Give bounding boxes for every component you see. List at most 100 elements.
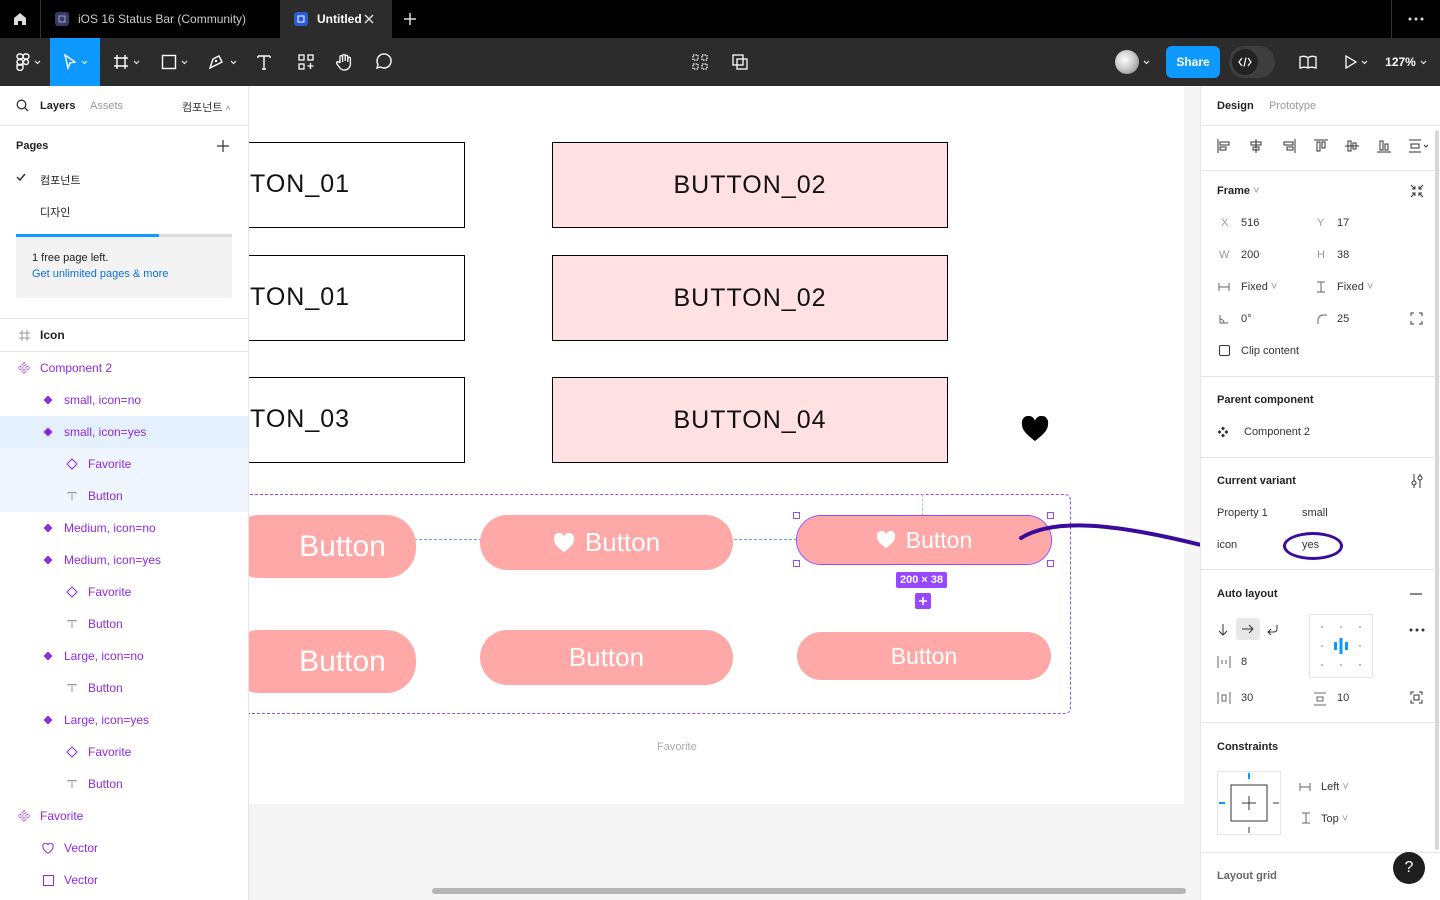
avatar[interactable] bbox=[1108, 38, 1156, 86]
layer-row[interactable]: Large, icon=yes bbox=[0, 704, 248, 736]
layer-row[interactable]: Favorite bbox=[0, 576, 248, 608]
layer-row[interactable]: Large, icon=no bbox=[0, 640, 248, 672]
align-center-vertical-icon[interactable] bbox=[1345, 139, 1359, 153]
panel-scrollbar[interactable] bbox=[1435, 130, 1439, 850]
hand-tool-icon[interactable] bbox=[330, 38, 358, 86]
tab-untitled[interactable]: Untitled bbox=[280, 0, 392, 38]
home-icon[interactable] bbox=[0, 0, 40, 38]
add-variant-icon[interactable] bbox=[915, 593, 931, 609]
page-switcher[interactable]: 컴포넌트 ˄ bbox=[182, 99, 231, 115]
corner-radius-input[interactable]: 25 bbox=[1337, 313, 1350, 325]
resources-icon[interactable] bbox=[292, 38, 320, 86]
layer-row[interactable]: Button bbox=[0, 480, 248, 512]
icon-property-select[interactable]: yes bbox=[1302, 539, 1320, 551]
horizontal-padding-input[interactable]: 30 bbox=[1241, 692, 1254, 704]
component-tool-icon[interactable] bbox=[686, 38, 714, 86]
y-input[interactable]: 17 bbox=[1337, 217, 1350, 229]
tab-ios-status-bar[interactable]: iOS 16 Status Bar (Community) bbox=[40, 0, 280, 38]
page-label: 디자인 bbox=[40, 207, 71, 219]
alignment-grid[interactable] bbox=[1309, 614, 1373, 678]
individual-padding-icon[interactable] bbox=[1410, 691, 1423, 704]
layer-row[interactable]: Medium, icon=yes bbox=[0, 544, 248, 576]
move-tool-button[interactable] bbox=[50, 38, 100, 86]
align-top-icon[interactable] bbox=[1314, 139, 1328, 153]
tab-assets[interactable]: Assets bbox=[90, 100, 124, 112]
align-bottom-icon[interactable] bbox=[1377, 139, 1391, 153]
tab-layers[interactable]: Layers bbox=[40, 100, 76, 112]
x-input[interactable]: 516 bbox=[1241, 217, 1260, 229]
button-small-with-icon-selected[interactable]: Button bbox=[796, 515, 1052, 565]
more-icon[interactable] bbox=[1391, 0, 1440, 38]
align-left-icon[interactable] bbox=[1217, 139, 1231, 153]
page-item-components[interactable]: 컴포넌트 bbox=[0, 166, 248, 190]
help-button[interactable]: ? bbox=[1393, 852, 1425, 884]
layer-row[interactable]: Favorite bbox=[0, 800, 248, 832]
shape-tool-button[interactable] bbox=[154, 38, 194, 86]
layer-row[interactable]: Vector bbox=[0, 864, 248, 896]
horizontal-constraint-select[interactable]: Left ˅ bbox=[1321, 781, 1349, 793]
layer-row[interactable]: Button bbox=[0, 672, 248, 704]
layer-row[interactable]: Vector bbox=[0, 832, 248, 864]
resize-handle[interactable] bbox=[1047, 512, 1054, 519]
align-right-icon[interactable] bbox=[1282, 139, 1296, 153]
layer-row[interactable]: small, icon=yes bbox=[0, 416, 248, 448]
layer-row[interactable]: Button bbox=[0, 608, 248, 640]
resize-handle[interactable] bbox=[793, 560, 800, 567]
wrap-icon[interactable] bbox=[1266, 623, 1278, 635]
vertical-padding-input[interactable]: 10 bbox=[1337, 692, 1350, 704]
property-1-select[interactable]: small bbox=[1302, 507, 1328, 519]
w-input[interactable]: 200 bbox=[1241, 249, 1260, 261]
vertical-constraint-select[interactable]: Top ˅ bbox=[1321, 813, 1349, 825]
page-item-design[interactable]: 디자인 bbox=[0, 198, 248, 222]
layer-frame-icon[interactable]: Icon bbox=[0, 319, 248, 351]
remove-auto-layout-icon[interactable] bbox=[1410, 593, 1422, 595]
align-center-horizontal-icon[interactable] bbox=[1249, 139, 1263, 153]
vertical-sizing-select[interactable]: Fixed ˅ bbox=[1337, 281, 1374, 293]
variant-settings-icon[interactable] bbox=[1411, 474, 1423, 488]
text-tool-icon[interactable] bbox=[250, 38, 278, 86]
variant-icon bbox=[42, 426, 54, 438]
tab-prototype[interactable]: Prototype bbox=[1269, 100, 1317, 112]
component-set-outline[interactable] bbox=[249, 494, 1071, 714]
frame-section-title[interactable]: Frame ˅ bbox=[1217, 185, 1260, 197]
zoom-control[interactable]: 127% bbox=[1380, 38, 1432, 86]
layer-row[interactable]: Button bbox=[0, 768, 248, 800]
close-icon[interactable] bbox=[364, 14, 374, 24]
frame-tool-button[interactable] bbox=[106, 38, 146, 86]
arrow-down-icon[interactable] bbox=[1218, 624, 1228, 636]
main-menu-icon[interactable] bbox=[8, 38, 48, 86]
layer-row[interactable]: small, icon=no bbox=[0, 384, 248, 416]
resize-handle[interactable] bbox=[1047, 560, 1054, 567]
heart-icon[interactable] bbox=[1021, 416, 1049, 442]
mask-tool-icon[interactable] bbox=[726, 38, 754, 86]
comment-icon[interactable] bbox=[369, 38, 397, 86]
independent-corners-icon[interactable] bbox=[1410, 312, 1423, 325]
share-button[interactable]: Share bbox=[1166, 46, 1220, 78]
more-options-icon[interactable] bbox=[1409, 628, 1425, 632]
layer-row[interactable]: Favorite bbox=[0, 736, 248, 768]
rotation-input[interactable]: 0° bbox=[1241, 313, 1252, 325]
canvas[interactable]: TON_01 BUTTON_02 TON_01 BUTTON_02 TON_03… bbox=[249, 86, 1200, 900]
present-button[interactable] bbox=[1338, 38, 1374, 86]
collapse-frame-icon[interactable] bbox=[1410, 184, 1424, 198]
search-icon[interactable] bbox=[16, 99, 29, 112]
new-tab-icon[interactable] bbox=[403, 12, 417, 26]
distribute-icon[interactable] bbox=[1409, 139, 1429, 153]
pen-tool-button[interactable] bbox=[202, 38, 242, 86]
layer-row[interactable]: Favorite bbox=[0, 448, 248, 480]
constraints-widget[interactable] bbox=[1217, 771, 1281, 835]
layer-row[interactable]: Medium, icon=no bbox=[0, 512, 248, 544]
dev-mode-toggle[interactable] bbox=[1229, 46, 1275, 78]
clip-content-checkbox[interactable] bbox=[1219, 345, 1230, 356]
upgrade-link[interactable]: Get unlimited pages & more bbox=[32, 268, 169, 280]
parent-component-link[interactable]: Component 2 bbox=[1244, 426, 1311, 438]
gap-input[interactable]: 8 bbox=[1241, 656, 1248, 668]
h-input[interactable]: 38 bbox=[1337, 249, 1350, 261]
resize-handle[interactable] bbox=[793, 512, 800, 519]
tab-design[interactable]: Design bbox=[1217, 100, 1254, 112]
layer-row[interactable]: Component 2 bbox=[0, 352, 248, 384]
horizontal-scrollbar[interactable] bbox=[432, 888, 1186, 894]
library-icon[interactable] bbox=[1294, 38, 1322, 86]
add-page-icon[interactable] bbox=[217, 140, 229, 152]
horizontal-sizing-select[interactable]: Fixed ˅ bbox=[1241, 281, 1278, 293]
